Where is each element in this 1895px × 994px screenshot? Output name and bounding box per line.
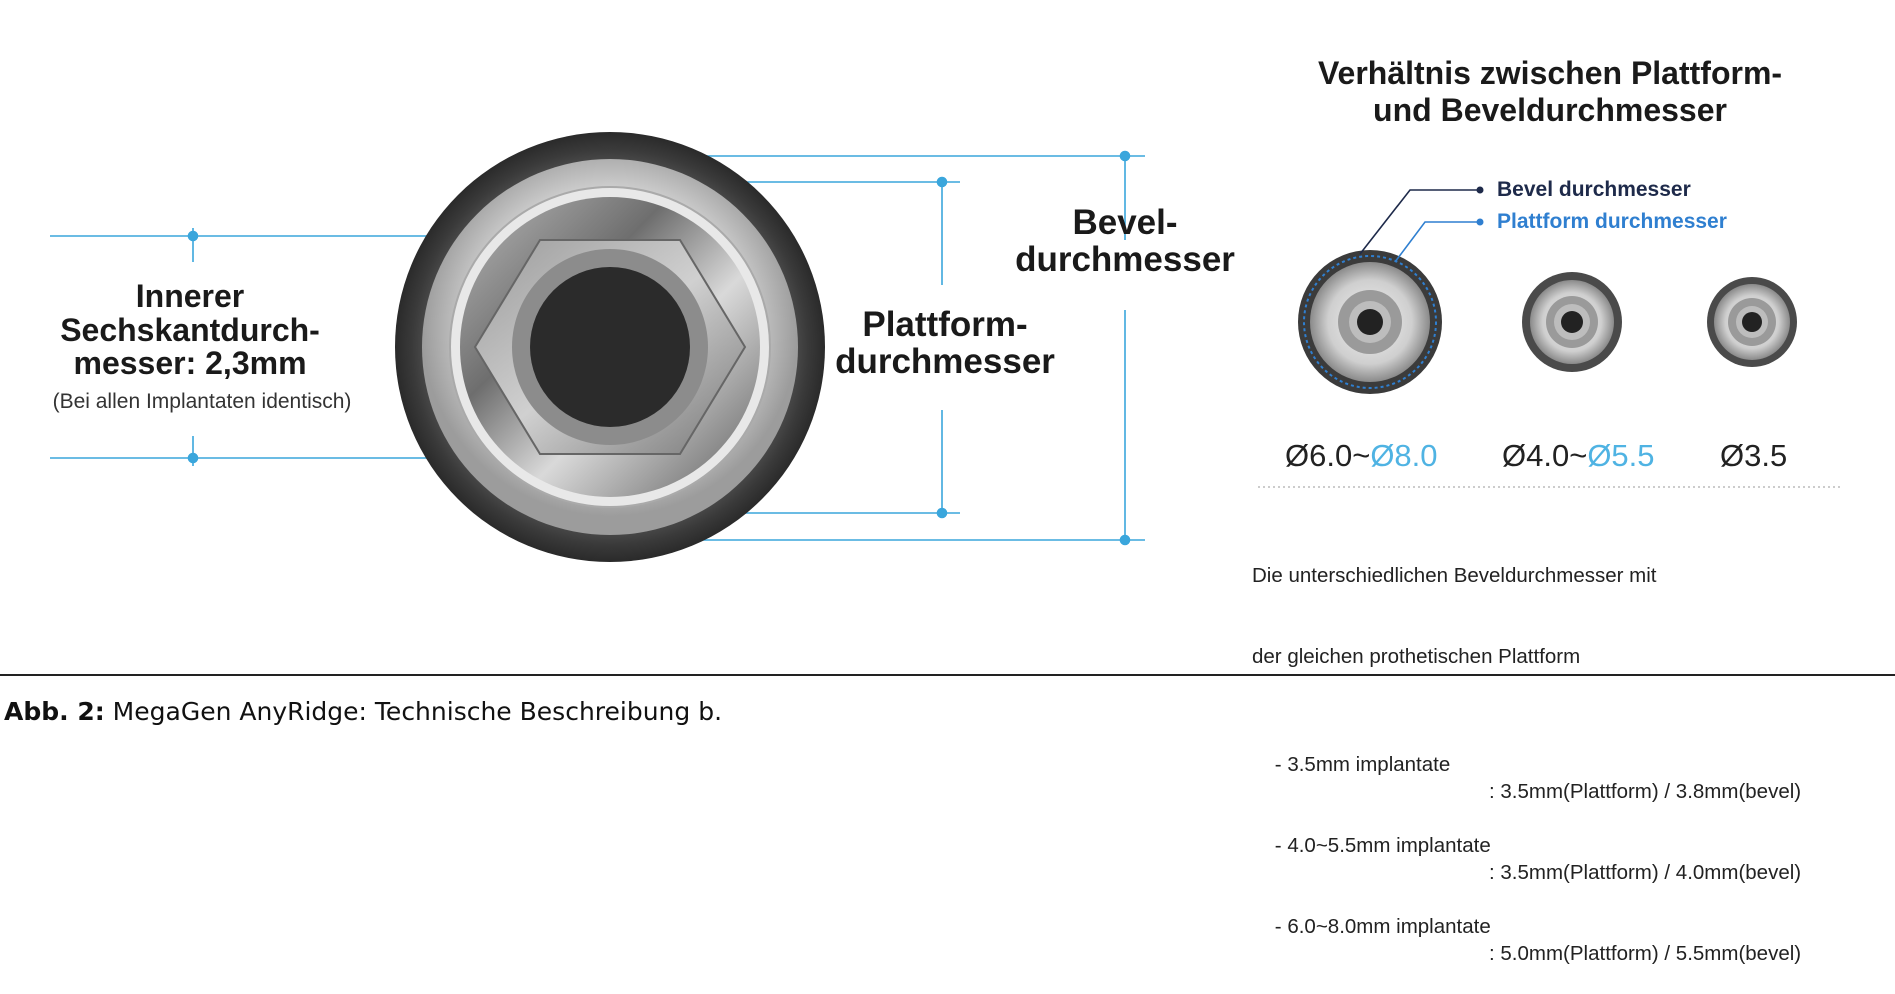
desc-row3-left: - 6.0~8.0mm implantate — [1274, 915, 1491, 938]
hex-label-line1: Innerer — [135, 278, 245, 314]
desc-line2: der gleichen prothetischen Plattform — [1252, 645, 1581, 668]
size-medium-blue: Ø5.5 — [1587, 438, 1655, 473]
size-narrow-dark: Ø3.5 — [1720, 438, 1788, 473]
platform-line1: Plattform- — [862, 305, 1028, 344]
description-block: Die unterschiedlichen Beveldurchmesser m… — [1252, 508, 1872, 965]
desc-row2-left: - 4.0~5.5mm implantate — [1274, 834, 1491, 857]
bevel-line1: Bevel- — [1072, 203, 1178, 242]
platform-line2: durchmesser — [835, 341, 1055, 381]
figure-caption: Abb. 2: MegaGen AnyRidge: Technische Bes… — [4, 697, 722, 726]
bevel-line2: durchmesser — [1015, 239, 1235, 279]
size-label-medium: Ø4.0~Ø5.5 — [1502, 438, 1655, 474]
hex-diameter-label: Innerer Sechskantdurch- messer: 2,3mm — [20, 278, 360, 382]
implant-top-view — [395, 132, 825, 562]
desc-row3: - 6.0~8.0mm implantate : 5.0mm(Plattform… — [1252, 886, 1872, 965]
caption-text: MegaGen AnyRidge: Technische Beschreibun… — [104, 697, 723, 726]
size-medium-dark: Ø4.0~ — [1502, 438, 1588, 473]
desc-line1: Die unterschiedlichen Beveldurchmesser m… — [1252, 564, 1657, 587]
legend-platform: Plattform durchmesser — [1497, 210, 1727, 233]
hex-note: (Bei allen Implantaten identisch) — [52, 390, 352, 413]
desc-row2: - 4.0~5.5mm implantate : 3.5mm(Plattform… — [1252, 805, 1872, 884]
size-large-blue: Ø8.0 — [1370, 438, 1438, 473]
ratio-title-line2: und Beveldurchmesser — [1373, 91, 1727, 128]
size-label-large: Ø6.0~Ø8.0 — [1285, 438, 1438, 474]
desc-row1: - 3.5mm implantate : 3.5mm(Plattform) / … — [1252, 724, 1872, 803]
desc-row1-left: - 3.5mm implantate — [1274, 753, 1451, 776]
size-large-dark: Ø6.0~ — [1285, 438, 1371, 473]
desc-row1-right: : 3.5mm(Plattform) / 3.8mm(bevel) — [1489, 780, 1802, 803]
ratio-title-line1: Verhältnis zwischen Plattform- — [1317, 55, 1783, 91]
hex-label-line2: Sechskantdurch- — [60, 311, 320, 348]
caption-prefix: Abb. 2: — [4, 697, 105, 726]
ratio-title: Verhältnis zwischen Plattform- und Bevel… — [1250, 55, 1850, 129]
implant-small-large — [1298, 250, 1442, 394]
desc-row2-right: : 3.5mm(Plattform) / 4.0mm(bevel) — [1489, 861, 1802, 884]
implant-diagram — [0, 132, 1895, 676]
implant-small-medium — [1522, 272, 1622, 372]
legend-bevel: Bevel durchmesser — [1497, 178, 1691, 201]
size-label-narrow: Ø3.5 — [1720, 438, 1787, 474]
bevel-diameter-label: Bevel- durchmesser — [1000, 203, 1250, 279]
hex-label-line3: messer: 2,3mm — [73, 345, 307, 382]
platform-diameter-label: Plattform- durchmesser — [820, 305, 1070, 381]
desc-row3-right: : 5.0mm(Plattform) / 5.5mm(bevel) — [1489, 942, 1802, 965]
legend-leaders — [1359, 186, 1484, 263]
implant-small-narrow — [1707, 277, 1797, 367]
